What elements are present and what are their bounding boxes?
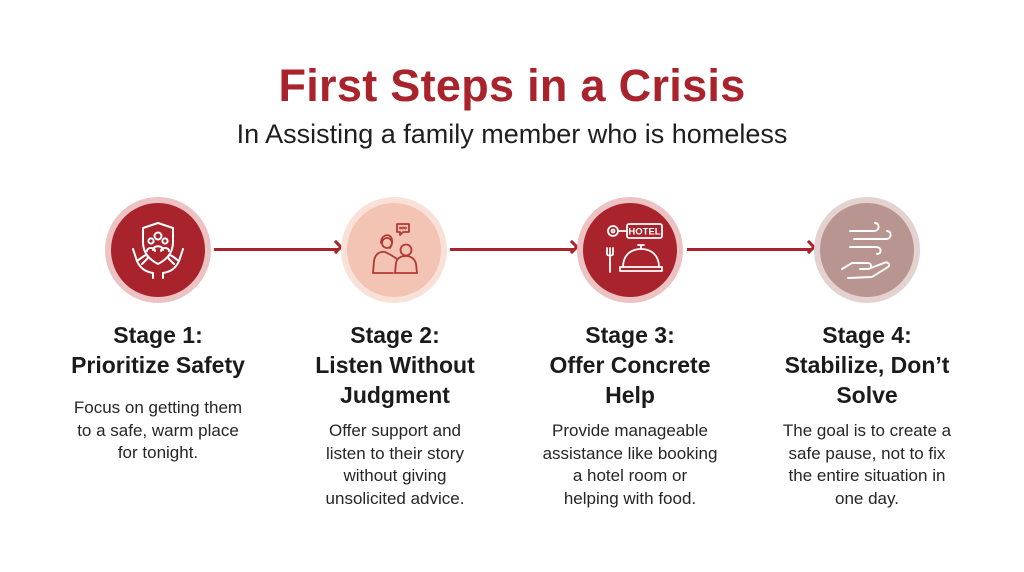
stage-3-description: Provide manageable assistance like booki… — [542, 421, 718, 508]
stage-1-description: Focus on getting them to a safe, warm pl… — [73, 398, 243, 462]
stage-3-icon-ring: HOTEL — [577, 197, 683, 303]
stage-4-icon-ring — [814, 197, 920, 303]
stage-1-icon-ring — [105, 197, 211, 303]
stage-1-icon-disc — [111, 203, 205, 297]
stage-4-title: Stage 4: Stabilize, Don’t Solve — [784, 322, 950, 408]
stage-3-icon-disc: HOTEL — [583, 203, 677, 297]
conversation-people-icon — [372, 223, 418, 274]
connector-arrow-2-3 — [450, 248, 574, 251]
family-in-hands-shield-icon — [132, 222, 184, 279]
connector-arrow-3-4 — [687, 248, 811, 251]
calm-hand-breeze-icon — [841, 222, 892, 279]
hotel-sign-label: HOTEL — [628, 227, 660, 238]
stage-2-icon-ring — [341, 197, 447, 303]
stage-2-icon-disc — [347, 203, 441, 297]
stage-1-title: Stage 1: Prioritize Safety — [71, 322, 245, 378]
page-subtitle: In Assisting a family member who is home… — [236, 119, 788, 149]
stage-4-icon-disc — [820, 203, 914, 297]
stage-2-description: Offer support and listen to their story … — [325, 421, 465, 508]
stage-2-title: Stage 2: Listen Without Judgment — [315, 322, 475, 408]
hotel-and-food-icon: HOTEL — [606, 223, 663, 273]
connector-arrow-1-2 — [214, 248, 338, 251]
page-title: First Steps in a Crisis — [278, 60, 746, 111]
stage-4-description: The goal is to create a safe pause, not … — [782, 421, 952, 508]
stage-3-title: Stage 3: Offer Concrete Help — [549, 322, 711, 408]
